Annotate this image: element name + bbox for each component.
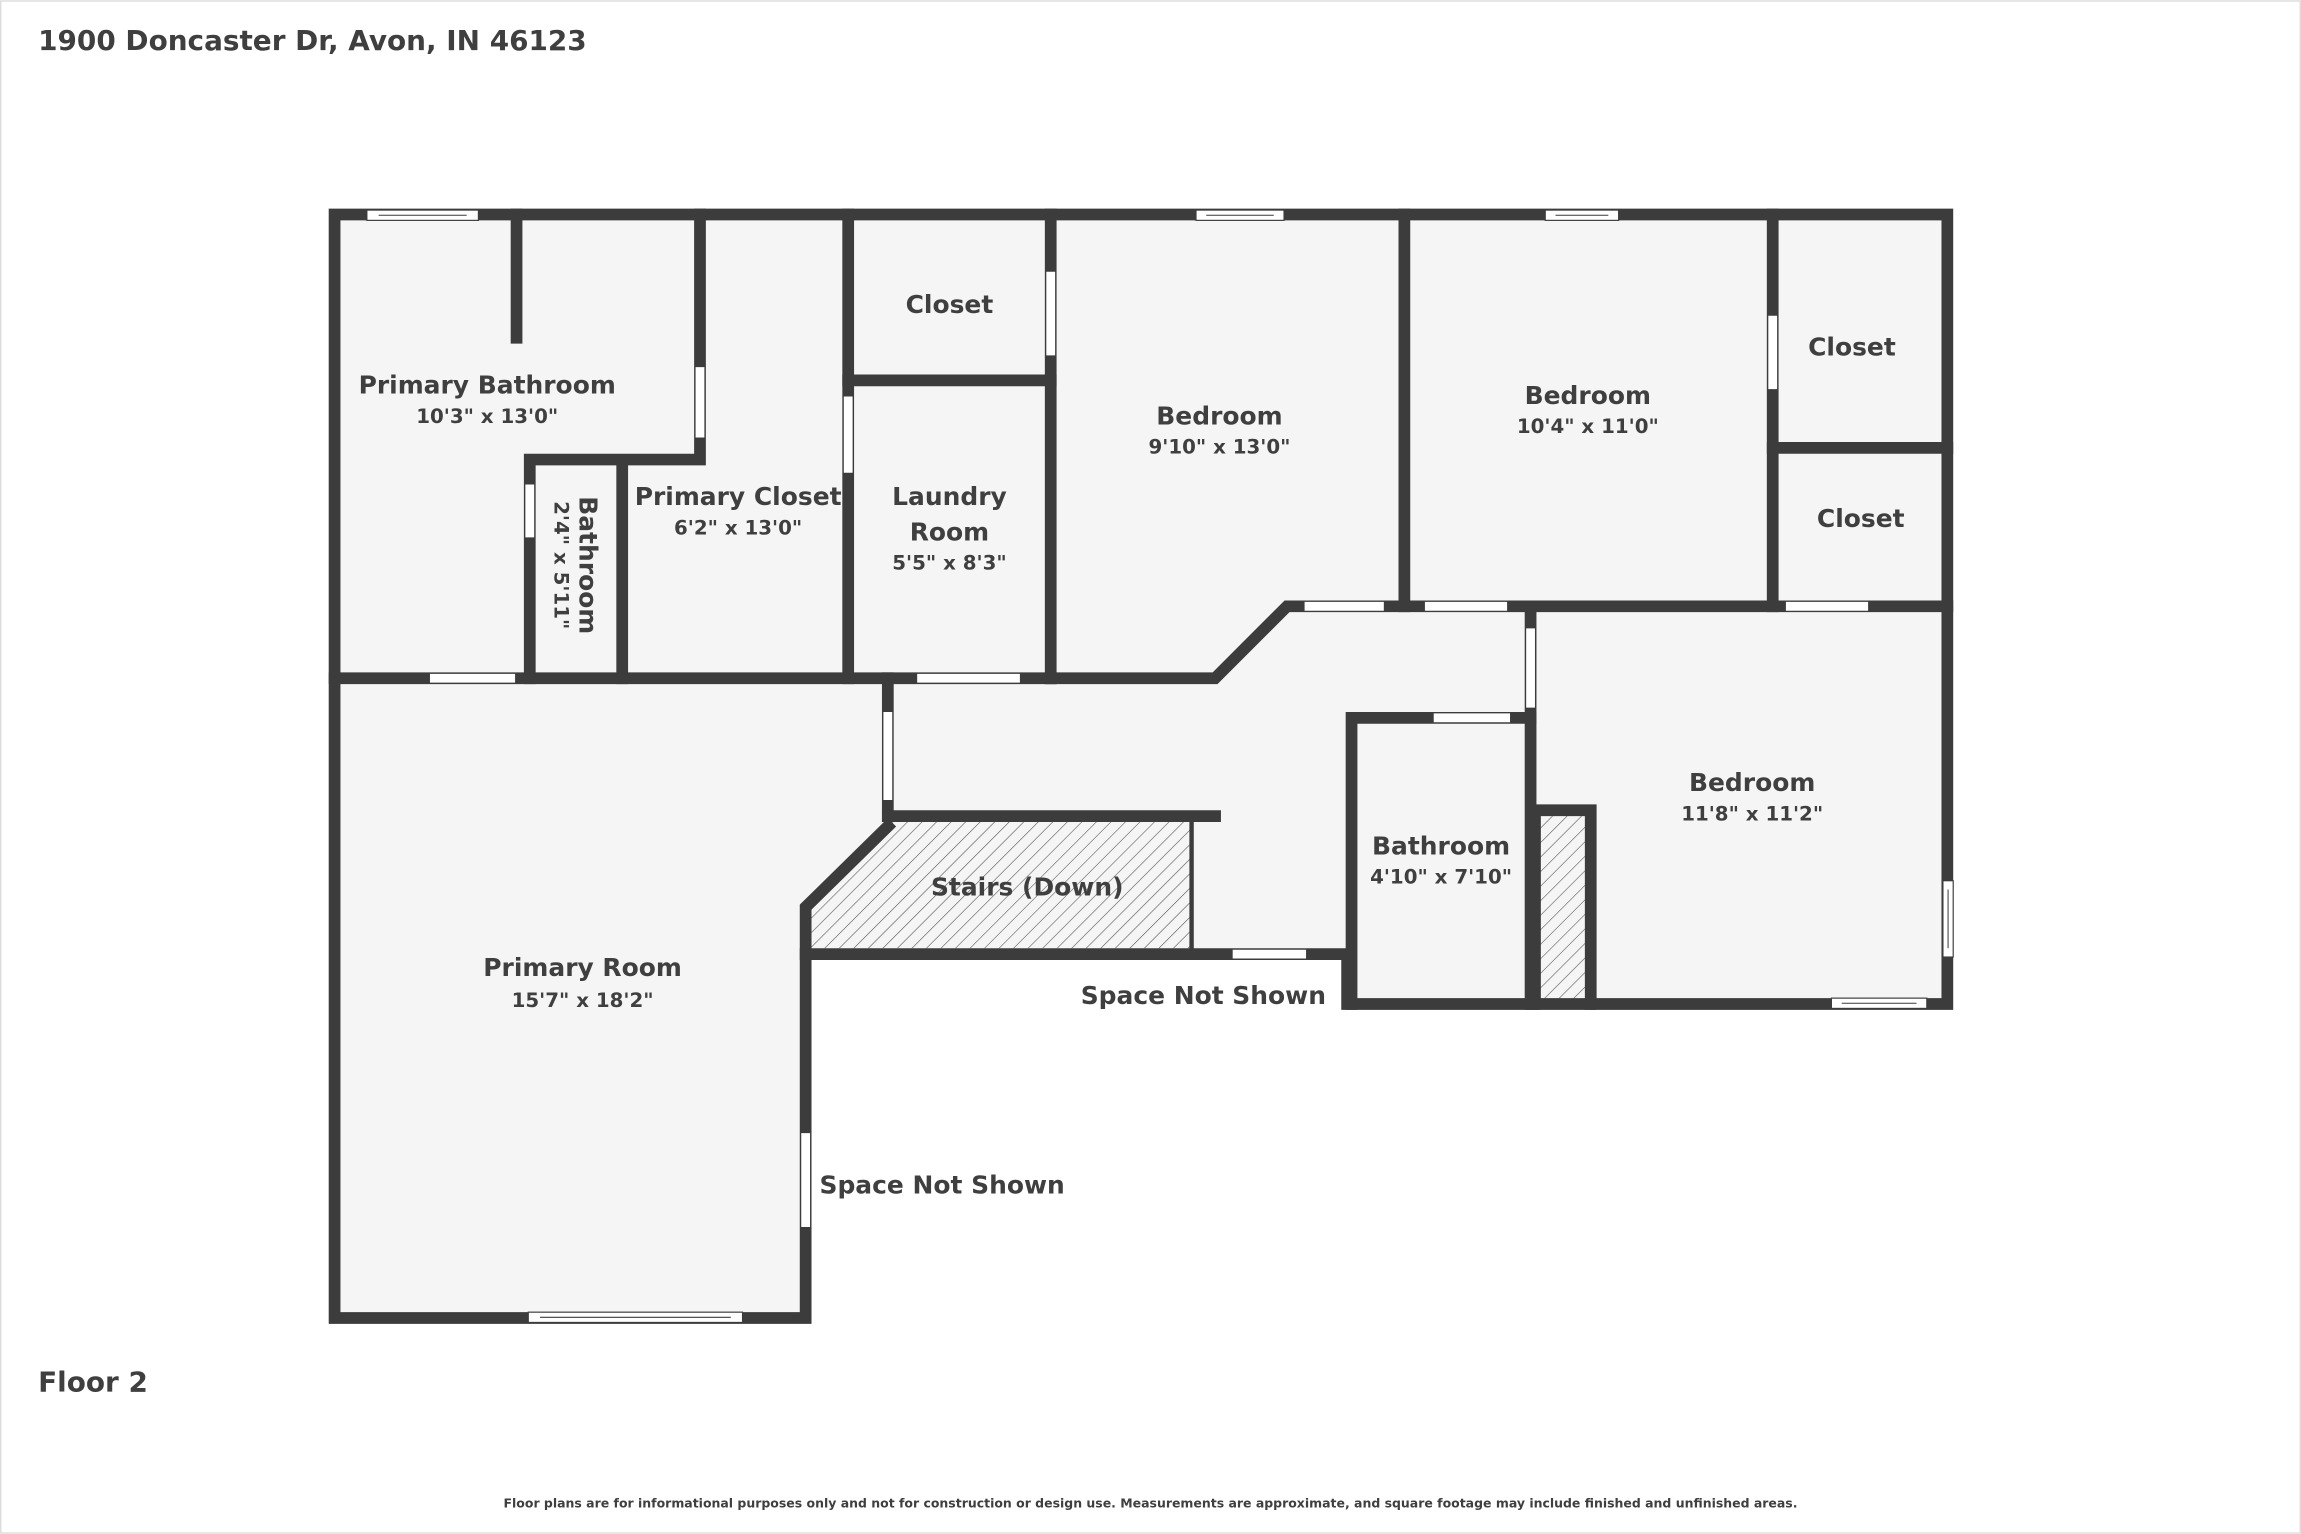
space-not-shown-label-1: Space Not Shown	[1081, 981, 1326, 1010]
room-dims-bathroom-small: 2'4" x 5'11"	[550, 501, 573, 629]
address-title: 1900 Doncaster Dr, Avon, IN 46123	[38, 24, 587, 57]
room-name-primary-bathroom: Primary Bathroom	[359, 371, 616, 400]
room-name-closet-1: Closet	[906, 290, 994, 319]
room-dims-bedroom-1: 9'10" x 13'0"	[1148, 436, 1290, 459]
room-dims-bedroom-2: 10'4" x 11'0"	[1517, 415, 1659, 438]
doorways	[429, 271, 1869, 1228]
room-name-bathroom-hall: Bathroom	[1372, 831, 1510, 860]
room-name-primary-closet: Primary Closet	[635, 482, 842, 511]
windows	[366, 209, 1954, 1324]
room-name-laundry-line2: Room	[910, 517, 989, 546]
space-not-shown-label-2: Space Not Shown	[819, 1170, 1064, 1199]
room-dims-primary-bathroom: 10'3" x 13'0"	[416, 405, 558, 428]
walls	[328, 208, 1954, 1324]
floor-area	[334, 214, 1948, 1319]
room-name-closet-2: Closet	[1808, 332, 1896, 361]
stairs-hatch	[811, 822, 1192, 949]
room-dims-laundry: 5'5" x 8'3"	[892, 552, 1006, 575]
room-name-closet-3: Closet	[1817, 504, 1905, 533]
floor-label: Floor 2	[38, 1365, 148, 1398]
room-dims-primary-closet: 6'2" x 13'0"	[674, 516, 802, 539]
room-name-bedroom-3: Bedroom	[1689, 768, 1815, 797]
room-name-bedroom-2: Bedroom	[1525, 381, 1651, 410]
room-dims-bathroom-hall: 4'10" x 7'10"	[1370, 866, 1512, 889]
shaft-hatch	[1536, 811, 1588, 1000]
room-name-primary-room: Primary Room	[483, 953, 682, 982]
room-dims-primary-room: 15'7" x 18'2"	[512, 989, 654, 1012]
room-name-bedroom-1: Bedroom	[1156, 401, 1282, 430]
room-name-laundry-line1: Laundry	[892, 482, 1007, 511]
room-dims-bedroom-3: 11'8" x 11'2"	[1681, 803, 1823, 826]
room-name-bathroom-small: Bathroom	[574, 496, 603, 634]
disclaimer: Floor plans are for informational purpos…	[504, 1495, 1798, 1510]
stairs-label: Stairs (Down)	[931, 872, 1124, 901]
